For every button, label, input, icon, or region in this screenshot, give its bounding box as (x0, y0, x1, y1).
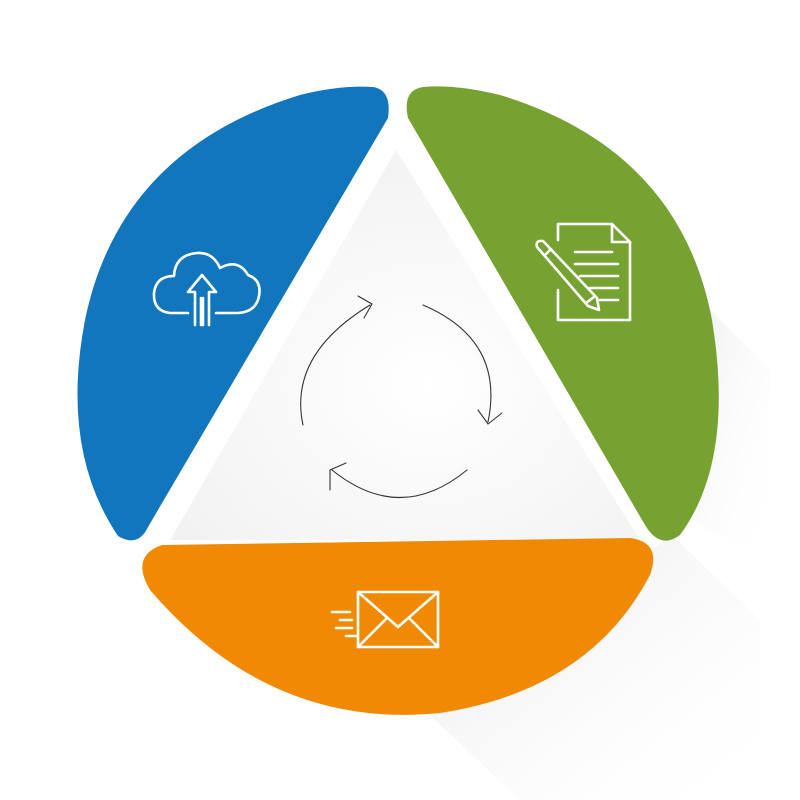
center-triangle (170, 150, 640, 540)
document-pencil-icon (535, 222, 632, 322)
cloud-upload-icon (152, 251, 261, 327)
envelope-send-icon (330, 590, 440, 649)
segment-write[interactable] (406, 86, 719, 541)
cycle-arrows-icon (300, 295, 503, 498)
